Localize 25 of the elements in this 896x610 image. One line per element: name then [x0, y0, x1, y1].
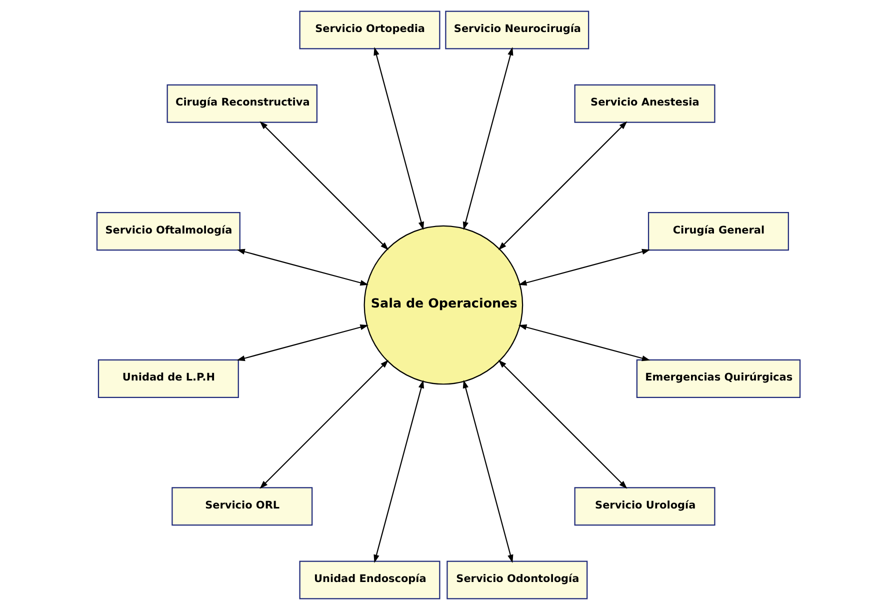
arrow — [259, 121, 388, 250]
node-box: Cirugía Reconstructiva — [166, 84, 317, 123]
node-box: Servicio ORL — [171, 487, 312, 526]
arrow — [373, 380, 424, 563]
arrow — [518, 248, 650, 286]
arrow — [373, 47, 424, 230]
node-box: Servicio Urología — [574, 487, 715, 526]
arrow — [462, 380, 513, 563]
arrow — [259, 360, 388, 489]
node-box: Servicio Odontología — [446, 560, 588, 600]
arrow — [498, 121, 627, 250]
node-box: Servicio Anestesia — [574, 84, 715, 123]
node-box: Servicio Oftalmología — [96, 212, 240, 251]
arrow — [236, 324, 368, 362]
node-box: Servicio Ortopedia — [298, 10, 440, 50]
node-box: Servicio Neurocirugía — [444, 10, 589, 50]
node-box: Cirugía General — [647, 212, 788, 251]
arrow — [518, 324, 650, 362]
node-box: Emergencias Quirúrgicas — [636, 359, 800, 398]
arrow — [236, 248, 368, 286]
node-box: Unidad de L.P.H — [97, 359, 238, 398]
arrow — [498, 360, 627, 489]
arrow — [462, 47, 513, 230]
node-box: Unidad Endoscopía — [298, 560, 440, 600]
node-circle: Sala de Operaciones — [363, 225, 523, 385]
